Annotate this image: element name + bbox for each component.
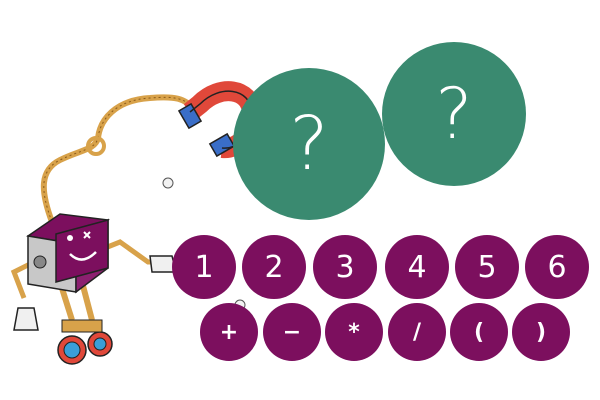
number-key-2[interactable]: 2 [242, 235, 306, 299]
operator-key-plus[interactable]: + [200, 303, 258, 361]
number-key-5[interactable]: 5 [455, 235, 519, 299]
target-slot-2: ? [382, 42, 526, 186]
left-claw [13, 307, 39, 331]
number-key-6[interactable]: 6 [525, 235, 589, 299]
operator-key-minus[interactable]: − [263, 303, 321, 361]
operator-key-close-paren[interactable]: ) [512, 303, 570, 361]
operator-key-multiply[interactable]: * [325, 303, 383, 361]
number-key-4[interactable]: 4 [385, 235, 449, 299]
robot-wheels [57, 319, 113, 365]
robot-body [26, 213, 110, 294]
target-slot-1: ? [233, 68, 385, 220]
number-key-3[interactable]: 3 [313, 235, 377, 299]
operator-key-divide[interactable]: / [388, 303, 446, 361]
number-key-1[interactable]: 1 [172, 235, 236, 299]
robot-cable [40, 94, 198, 225]
operator-key-open-paren[interactable]: ( [450, 303, 508, 361]
